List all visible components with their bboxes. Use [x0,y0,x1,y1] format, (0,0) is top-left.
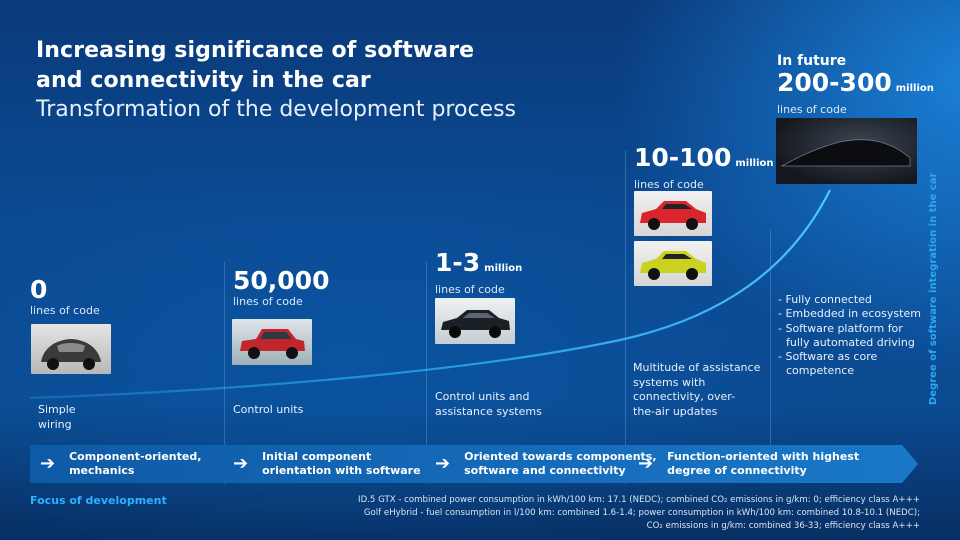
stage-4-prefix: In future [777,53,847,69]
description-line: Multitude of assistance [633,361,761,374]
footnote-line-1: ID.5 GTX - combined power consumption in… [358,495,920,505]
arrow-right-icon: ➔ [435,453,451,474]
description-line: assistance systems [435,404,542,418]
stage-3-unit: million [735,158,774,169]
stage-4-unit: million [895,83,934,94]
stage-4-value: 200-300 [777,68,892,97]
bullet-item: - Software platform for [778,321,903,335]
stage-2-unit: million [484,263,523,274]
slide-subtitle: Transformation of the development proces… [36,97,517,122]
bullet-item: fully automated driving [786,335,915,349]
band-item-2: ➔ Oriented towards components,software a… [435,446,657,482]
footnote-line-3: CO₂ emissions in g/km: combined 36-33; e… [646,521,920,531]
band-line: Function-oriented with highest [667,450,860,463]
stage-2-value: 1-3 [435,248,481,277]
stage-1-metric: 50,000 lines of code [233,266,330,309]
footnote-line-2: Golf eHybrid - fuel consumption in l/100… [363,508,920,518]
description-line: the-air updates [633,404,718,418]
stage-2-caption: lines of code [435,283,505,296]
description-line: wiring [38,417,72,431]
separator [426,262,427,484]
bullet-item: - Fully connected [778,293,872,306]
band-line: orientation with software [262,464,421,477]
red-suv-photo [634,191,712,236]
red-hatchback-photo [232,319,312,365]
band-line: Oriented towards components, [464,450,657,463]
stage-0-caption: lines of code [30,304,100,317]
description-line: systems with [633,375,706,389]
stage-0-metric: 0 lines of code [30,275,100,318]
arrow-right-icon: ➔ [233,453,249,474]
slide-title: Increasing significance of software and … [36,36,474,96]
stage-1-value: 50,000 [233,266,330,295]
stage-2-description: Control units and assistance systems [435,390,542,419]
stage-3-caption: lines of code [634,178,704,191]
vintage-beetle-photo [31,324,111,374]
separator [625,150,626,484]
bullet-item: competence [786,364,855,378]
stage-1-description: Control units [233,403,303,418]
band-line: Initial component [262,450,372,463]
description-line: Control units and [435,390,530,403]
title-line-1: Increasing significance of software [36,38,475,63]
description-line: connectivity, over- [633,390,736,403]
separator [224,262,225,484]
bullet-item: - Embedded in ecosystem [778,307,921,321]
stage-0-value: 0 [30,275,48,304]
stage-3-value: 10-100 [634,143,732,172]
dark-sedan-photo [435,298,515,344]
band-line: mechanics [69,464,135,477]
future-bullet-list: - Fully connected - Embedded in ecosyste… [778,293,921,379]
yellow-hatchback-photo [634,241,712,286]
stage-4-caption: lines of code [777,103,847,116]
band-item-0: ➔ Component-oriented,mechanics [40,446,201,482]
software-integration-axis-label: Degree of software integration in the ca… [928,172,939,405]
arrow-right-icon: ➔ [40,453,56,474]
stage-3-description: Multitude of assistance systems with con… [633,361,760,419]
band-line: software and connectivity [464,464,626,477]
band-line: degree of connectivity [667,464,807,477]
stage-1-caption: lines of code [233,295,303,308]
development-focus-band [30,445,918,483]
future-car-silhouette [776,118,917,184]
bullet-item: - Software as core [778,350,878,364]
separator [770,230,771,484]
stage-0-description: Simple wiring [38,403,76,432]
title-line-2: and connectivity in the car [36,68,371,93]
band-line: Component-oriented, [69,450,202,463]
description-line: Simple [38,403,76,416]
focus-of-development-label: Focus of development [30,494,167,507]
arrow-right-icon: ➔ [638,453,654,474]
description-line: Control units [233,403,304,416]
